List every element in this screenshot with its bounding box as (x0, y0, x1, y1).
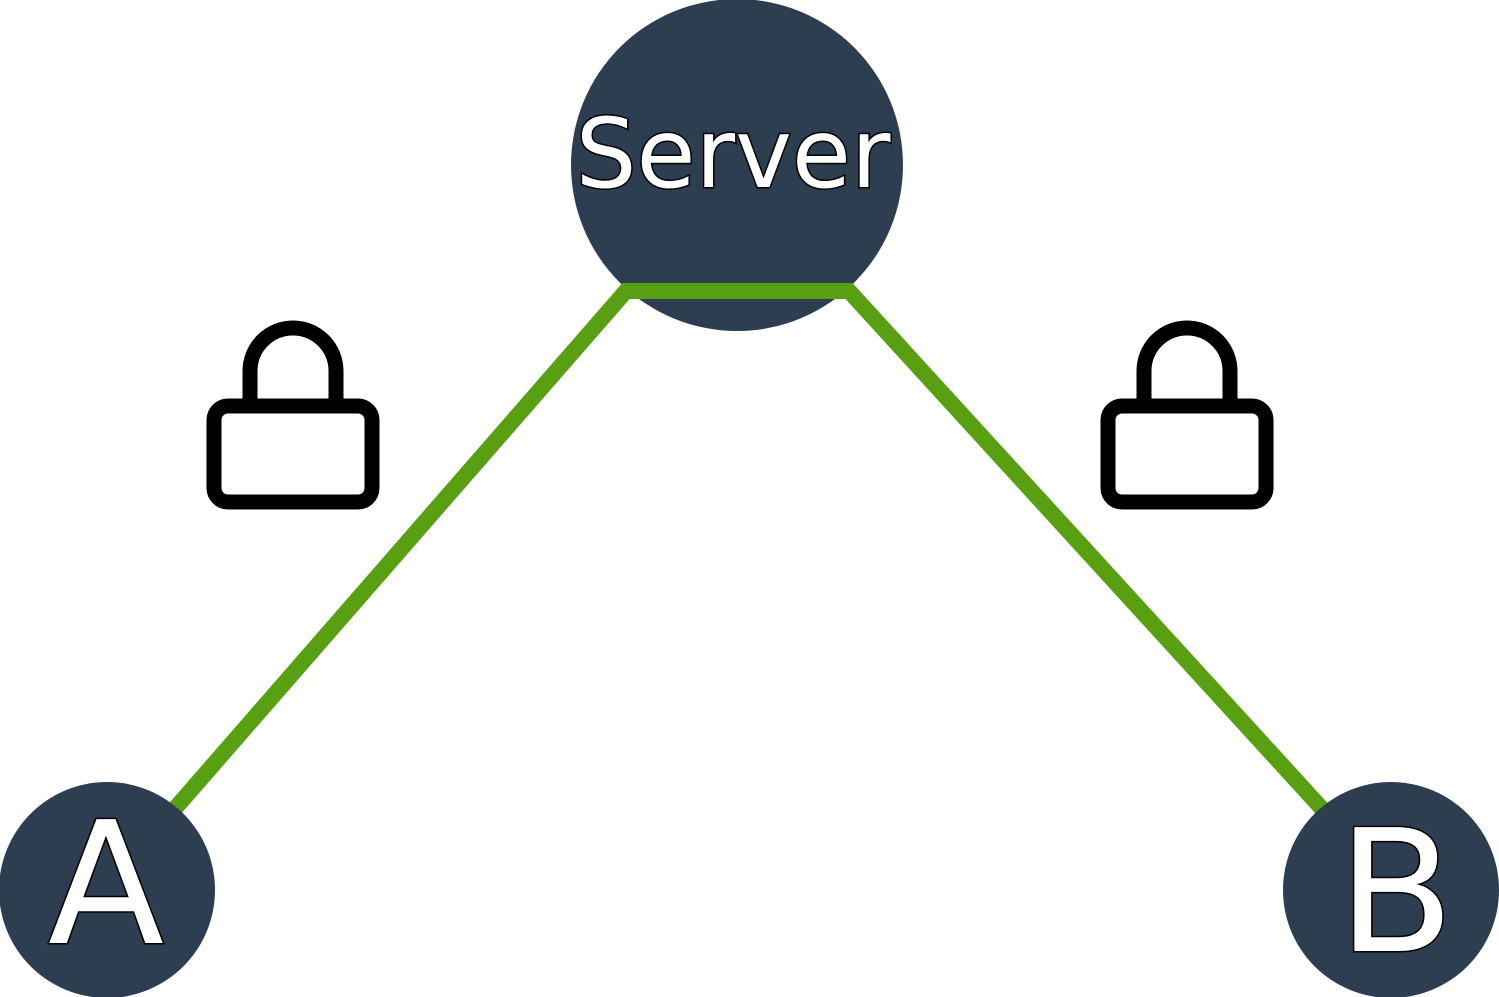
client-a-label: A (48, 786, 164, 984)
encrypted-connection-line (165, 283, 1331, 818)
lock-icon (1100, 320, 1274, 510)
client-b-node (1283, 782, 1499, 997)
lock-icon (206, 320, 380, 510)
server-node (571, 0, 903, 331)
client-a-node (0, 782, 215, 997)
client-b-label: B (1338, 794, 1455, 992)
server-label: Server (576, 98, 891, 210)
